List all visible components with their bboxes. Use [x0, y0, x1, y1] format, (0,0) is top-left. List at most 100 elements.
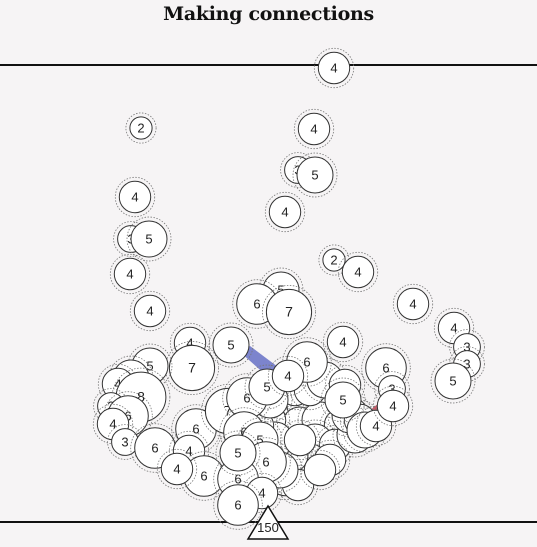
node-label: 3	[388, 382, 395, 397]
node-ring	[361, 343, 411, 393]
node-circle	[212, 326, 250, 364]
node: 5	[215, 430, 261, 476]
node: 4	[156, 448, 198, 490]
node-label: 4	[389, 399, 396, 414]
node-circle	[160, 452, 194, 486]
top-rule	[0, 64, 537, 66]
node-circle	[396, 287, 430, 321]
node-ring	[279, 419, 321, 461]
node-label: 6	[124, 409, 131, 424]
node-ring	[322, 321, 364, 363]
node-circle	[219, 434, 257, 472]
node: 6	[213, 480, 263, 530]
node-label: 6	[234, 472, 241, 487]
node-circle	[113, 257, 147, 291]
node-ring	[261, 284, 316, 339]
node-ring	[125, 112, 157, 144]
node-label: 6	[382, 361, 389, 376]
node-circle	[130, 220, 168, 258]
node: 5	[430, 358, 476, 404]
node-label: 5	[227, 338, 234, 353]
node-label: 4	[339, 335, 346, 350]
node: 4	[129, 290, 171, 332]
node: 5	[208, 322, 254, 368]
node: 2	[125, 112, 157, 144]
node-label: 4	[284, 369, 291, 384]
node: 4	[337, 251, 379, 293]
node-label: 4	[114, 377, 121, 392]
node: 4	[293, 108, 335, 150]
node-label: 6	[192, 422, 199, 437]
node: 5	[292, 152, 338, 198]
node: 4	[392, 283, 434, 325]
node-circle	[283, 423, 317, 457]
node-label: 5	[234, 446, 241, 461]
node: 4	[267, 355, 309, 397]
node-circle	[326, 325, 360, 359]
node-label: 5	[277, 283, 284, 298]
node-circle	[322, 248, 346, 272]
node-label: 4	[310, 122, 317, 137]
node-ring	[372, 385, 414, 427]
node-label: 6	[303, 355, 310, 370]
node-circle	[268, 195, 302, 229]
node-label: 7	[285, 304, 293, 320]
node-label: 4	[258, 486, 265, 501]
node-label: 6	[253, 297, 260, 312]
node-label: 4	[109, 417, 116, 432]
node-ring	[129, 290, 171, 332]
node-circle	[265, 288, 313, 336]
node-circle	[297, 112, 331, 146]
node-ring	[313, 47, 355, 89]
node-ring	[337, 251, 379, 293]
node-label: 4	[186, 336, 193, 351]
node-label: 4	[146, 304, 153, 319]
node-ring	[213, 480, 263, 530]
node-circle	[434, 362, 472, 400]
node: 4	[322, 321, 364, 363]
node-circle	[324, 381, 362, 419]
node-ring	[264, 191, 306, 233]
node-label: 4	[330, 61, 337, 76]
node-circle	[168, 344, 216, 392]
node-label: 4	[185, 444, 192, 459]
node-label: 6	[262, 455, 269, 470]
node-label: 4	[450, 321, 457, 336]
node: 4	[313, 47, 355, 89]
node-circle	[341, 255, 375, 289]
node-label: 5	[311, 168, 318, 183]
node-circle	[296, 156, 334, 194]
node-circle	[271, 359, 305, 393]
node: 3	[107, 424, 143, 460]
node-label: 4	[354, 265, 361, 280]
node: 4	[264, 191, 306, 233]
node: 4	[109, 253, 151, 295]
node-ring	[126, 216, 172, 262]
node-label: 4	[281, 205, 288, 220]
node-circle	[129, 116, 153, 140]
node-ring	[292, 152, 338, 198]
node-label: 3	[121, 435, 128, 450]
node-label: 5	[145, 232, 152, 247]
node-label: 6	[234, 498, 241, 513]
base-label: 150	[257, 520, 279, 535]
node-label: 6	[243, 391, 250, 406]
node-ring	[208, 322, 254, 368]
node: 4	[114, 176, 156, 218]
node-label: 6	[200, 469, 207, 484]
node-label: 5	[256, 433, 263, 448]
node-label: 5	[146, 359, 153, 374]
node-circle	[217, 484, 259, 526]
node-ring	[156, 448, 198, 490]
node-ring	[299, 449, 341, 491]
node: 5	[126, 216, 172, 262]
node-label: 4	[372, 419, 379, 434]
node-label: 8	[137, 389, 145, 405]
node-ring	[293, 108, 335, 150]
node-circle	[376, 389, 410, 423]
node-label: 4	[126, 267, 133, 282]
node-label: 2	[137, 121, 144, 136]
base-triangle	[246, 504, 290, 540]
node	[299, 449, 341, 491]
